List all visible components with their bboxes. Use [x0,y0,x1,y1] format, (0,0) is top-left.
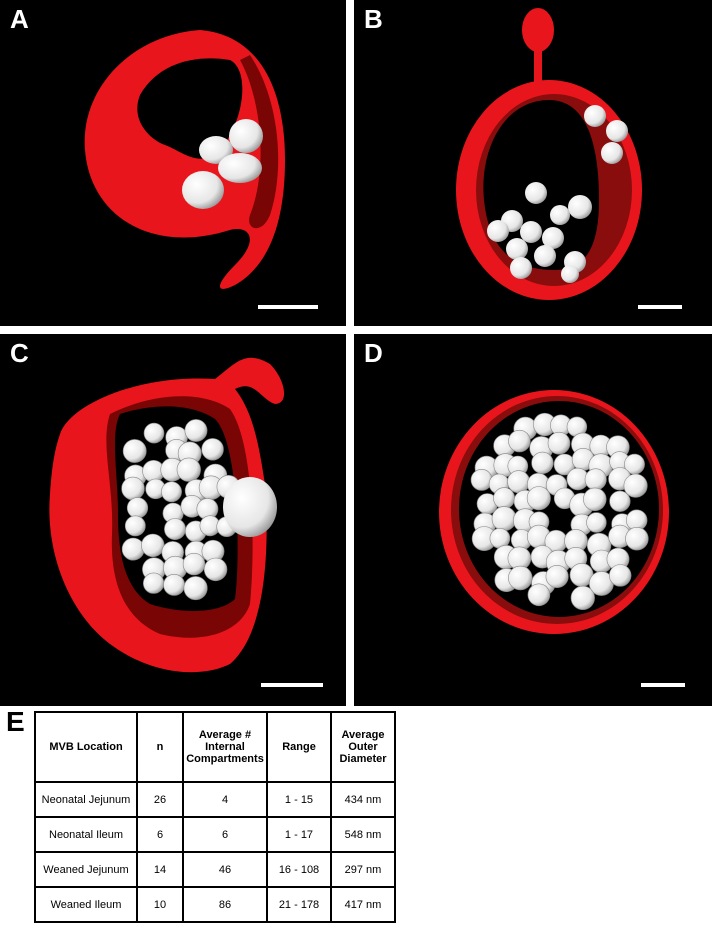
vesicle [161,481,182,503]
table-cell: Weaned Ileum [34,886,138,923]
panel-a: A [0,0,346,326]
table-cell: 297 nm [330,851,396,888]
table-cell: 21 - 178 [266,886,332,923]
table-cell: Weaned Jejunum [34,851,138,888]
table-header-row: MVB Location n Average # Internal Compar… [34,711,396,783]
panel-b-render [456,8,642,300]
vesicle [609,564,632,587]
vesicle [182,552,206,576]
header-cell: MVB Location [34,711,138,783]
vesicle [143,572,165,594]
vesicle [229,119,263,153]
vesicle [218,153,262,183]
table-cell: 14 [136,851,184,888]
table-row: Neonatal Ileum 6 6 1 - 17 548 nm [34,816,396,853]
panel-label: E [6,706,25,737]
header-cell: Average # Internal Compartments [182,711,268,783]
table-row: Neonatal Jejunum 26 4 1 - 15 434 nm [34,781,396,818]
panel-label: D [364,338,383,368]
table-cell: 16 - 108 [266,851,332,888]
table-cell: 1 - 15 [266,781,332,818]
scale-bar [261,683,323,687]
vesicle [122,439,147,463]
vesicle [176,457,201,482]
table-cell: 417 nm [330,886,396,923]
panel-label: A [10,4,29,34]
vesicle [625,527,649,551]
vesicle-cluster [121,419,241,601]
vesicle [507,470,531,494]
mvb-table: MVB Location n Average # Internal Compar… [34,711,396,923]
vesicle [201,438,224,461]
panel-c: C [0,334,346,706]
vesicle-cluster [470,412,649,610]
header-cell: Range [266,711,332,783]
vesicle [584,468,607,491]
membrane-shape [84,30,285,289]
vesicle [547,431,571,455]
scale-bar [258,305,318,309]
vesicle [163,573,186,596]
header-cell: n [136,711,184,783]
vesicle [184,419,208,442]
vesicle [470,468,493,491]
header-cell: Average Outer Diameter [330,711,396,783]
vesicle [545,565,569,589]
panel-label: B [364,4,383,34]
vesicle [199,136,233,164]
vesicle [164,518,186,541]
large-vesicle [223,477,277,537]
vesicle [141,533,165,558]
vesicle [508,429,531,453]
vesicle [527,583,551,607]
panel-label: C [10,338,29,368]
vesicle [124,515,146,537]
table-cell: 46 [182,851,268,888]
table-cell: 6 [136,816,184,853]
membrane-inner [240,55,279,229]
membrane-bud [522,8,554,52]
table-cell: 6 [182,816,268,853]
panel-c-render [49,357,285,673]
table-row: Weaned Ileum 10 86 21 - 178 417 nm [34,886,396,923]
table-cell: 1 - 17 [266,816,332,853]
table-row: Weaned Jejunum 14 46 16 - 108 297 nm [34,851,396,888]
vesicle [508,565,533,591]
panel-b: B [354,0,712,326]
table-cell: 434 nm [330,781,396,818]
vesicle [586,512,607,533]
vesicle [182,171,224,209]
vesicle [183,576,208,601]
table-cell: Neonatal Ileum [34,816,138,853]
scale-bar [641,683,685,687]
vesicle-cluster [487,105,628,283]
panel-d-render [439,390,669,634]
vesicle [491,506,517,532]
vesicle [531,451,554,474]
vesicle [121,476,145,501]
vesicle [609,490,631,512]
vesicle [493,487,516,510]
table-cell: 548 nm [330,816,396,853]
vesicle [526,486,551,511]
table-cell: 26 [136,781,184,818]
vesicle [623,473,648,498]
vesicle [203,557,228,582]
panel-d: D [354,334,712,706]
scale-bar [638,305,682,309]
table-cell: Neonatal Jejunum [34,781,138,818]
vesicle [126,497,149,519]
vesicle [583,487,607,512]
vesicle [121,537,145,561]
vesicle [570,585,595,610]
vesicle [143,422,165,444]
table-cell: 86 [182,886,268,923]
table-cell: 4 [182,781,268,818]
panel-a-render [84,30,285,289]
table-cell: 10 [136,886,184,923]
